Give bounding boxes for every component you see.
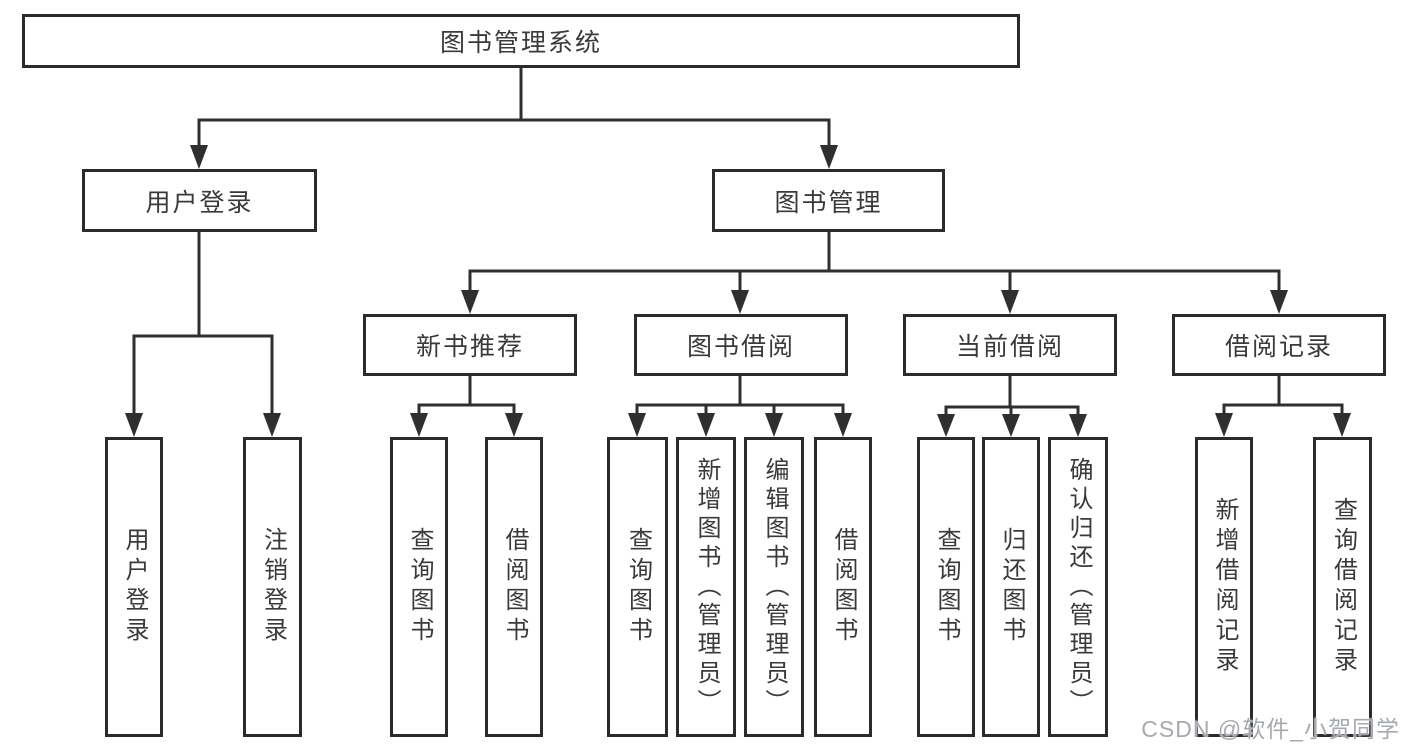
node-library-management-system: 图书管理系统 <box>22 14 1020 68</box>
connector-borrow-records-to-leaves <box>1215 374 1351 437</box>
arrowhead-icon <box>1001 290 1019 314</box>
leaf-return-books: 归还图书 <box>982 437 1040 737</box>
node-label: 新书推荐 <box>415 333 524 361</box>
node-current-borrow: 当前借阅 <box>903 314 1117 376</box>
node-borrow-records: 借阅记录 <box>1172 314 1386 376</box>
leaf-user-login: 用户登录 <box>105 437 163 737</box>
leaf-confirm-return-admin: 确认归还（管理员） <box>1048 437 1108 737</box>
arrowhead-icon <box>410 413 428 437</box>
node-label: 图书借阅 <box>686 333 795 361</box>
node-label: 查询借阅记录 <box>1329 497 1357 677</box>
leaf-logout: 注销登录 <box>243 437 302 737</box>
connector-book-borrow-to-leaves <box>628 374 852 437</box>
node-book-borrow: 图书借阅 <box>634 314 848 376</box>
node-label: 查询图书 <box>406 527 433 647</box>
csdn-watermark: CSDN @软件_小贺同学 <box>1141 716 1400 742</box>
node-label: 用户登录 <box>121 527 148 647</box>
node-label: 编辑图书（管理员） <box>761 456 788 718</box>
connector-book-mgmt-to-level3 <box>461 229 1288 314</box>
node-label: 借阅图书 <box>830 527 857 647</box>
node-label: 图书管理 <box>774 188 883 217</box>
node-label: 借阅记录 <box>1224 333 1333 361</box>
arrowhead-icon <box>1069 414 1087 437</box>
leaf-add-borrow-record: 新增借阅记录 <box>1195 437 1253 737</box>
leaf-add-books-admin: 新增图书（管理员） <box>676 437 736 737</box>
node-label: 注销登录 <box>259 527 287 647</box>
node-book-management: 图书管理 <box>712 169 945 232</box>
arrowhead-icon <box>731 290 749 314</box>
node-label: 当前借阅 <box>955 333 1064 361</box>
arrowhead-icon <box>505 413 523 437</box>
leaf-borrow-books-2: 借阅图书 <box>814 437 872 737</box>
node-label: 图书管理系统 <box>439 29 602 57</box>
node-label: 用户登录 <box>145 188 254 217</box>
leaf-edit-books-admin: 编辑图书（管理员） <box>744 437 804 737</box>
arrowhead-icon <box>628 413 646 437</box>
arrowhead-icon <box>697 413 715 437</box>
node-label: 查询图书 <box>624 527 652 647</box>
node-label: 查询图书 <box>933 527 960 647</box>
node-label: 归还图书 <box>998 527 1025 647</box>
connector-current-borrow-to-leaves <box>937 374 1087 437</box>
node-label: 借阅图书 <box>501 527 528 647</box>
leaf-query-books-1: 查询图书 <box>390 437 448 737</box>
arrowhead-icon <box>263 413 281 437</box>
leaf-query-borrow-record: 查询借阅记录 <box>1313 437 1372 737</box>
arrowhead-icon <box>834 413 852 437</box>
arrowhead-icon <box>1270 290 1288 314</box>
node-label: 新增借阅记录 <box>1211 497 1238 677</box>
arrowhead-icon <box>461 290 479 314</box>
arrowhead-icon <box>820 145 838 169</box>
connector-root-to-level2 <box>190 66 838 169</box>
arrowhead-icon <box>125 413 143 437</box>
arrowhead-icon <box>765 413 783 437</box>
arrowhead-icon <box>1002 414 1020 437</box>
connector-new-book-rec-to-leaves <box>410 374 523 437</box>
node-label: 新增图书（管理员） <box>693 456 720 718</box>
node-label: 确认归还（管理员） <box>1065 456 1092 718</box>
node-user-login: 用户登录 <box>82 169 317 232</box>
leaf-query-books-2: 查询图书 <box>607 437 668 737</box>
arrowhead-icon <box>937 414 955 437</box>
connector-user-login-to-leaves <box>125 229 281 437</box>
arrowhead-icon <box>1333 413 1351 437</box>
node-new-book-recommend: 新书推荐 <box>363 314 577 376</box>
arrowhead-icon <box>1215 413 1233 437</box>
leaf-borrow-books-1: 借阅图书 <box>485 437 543 737</box>
arrowhead-icon <box>190 145 208 169</box>
leaf-query-books-3: 查询图书 <box>917 437 975 737</box>
